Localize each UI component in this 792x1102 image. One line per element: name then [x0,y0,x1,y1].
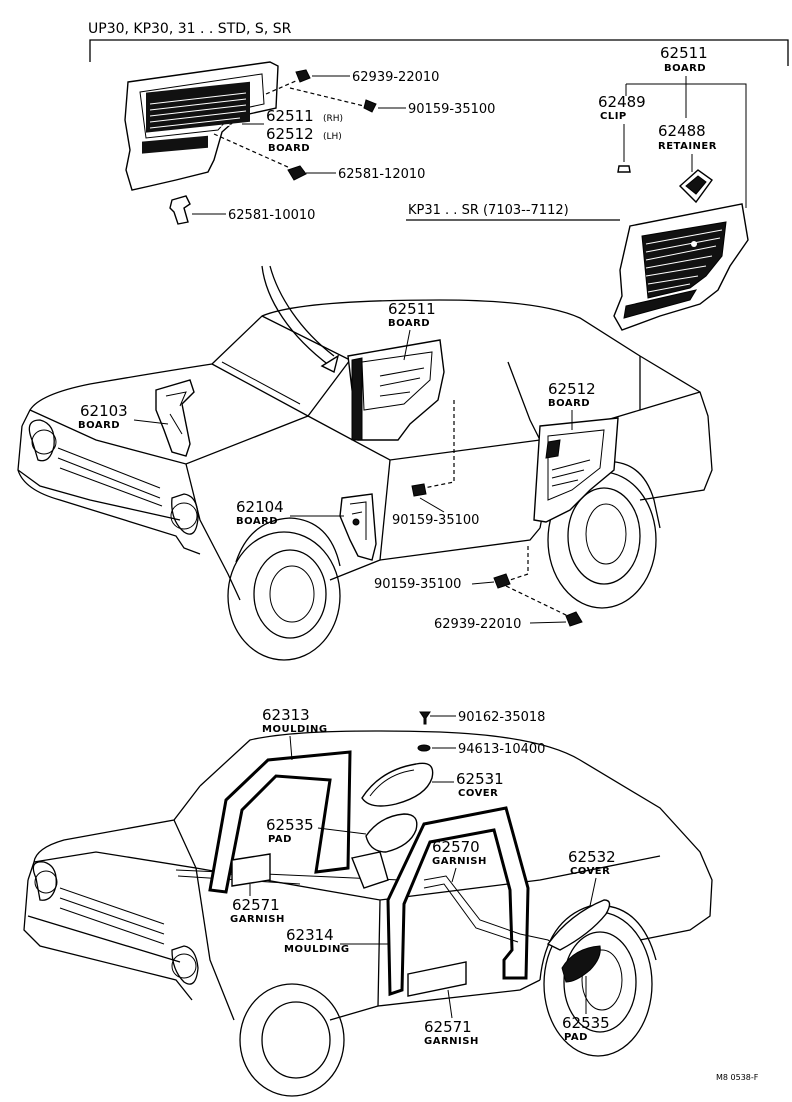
retainer-label: RETAINER [658,141,717,152]
callout-94613-10400: 94613-10400 [458,742,545,757]
bottom-screws [417,711,456,752]
callout-62532: 62532 [568,848,616,866]
callout-62313: 62313 [262,706,310,724]
board-62104-in-car [339,493,377,561]
callout-62104: 62104 [236,498,284,516]
mid-fasteners [411,400,583,627]
cover-62532-rear [546,899,611,951]
models-kp31-label: KP31 . . SR (7103--7112) [408,203,569,218]
pad-62535-b [561,945,601,983]
callout-62511-rh: 62511 [266,107,314,125]
callout-62571-a: 62571 [232,896,280,914]
car-middle-body [17,265,713,661]
moulding-label-62313: MOULDING [262,724,328,735]
callout-62314: 62314 [286,926,334,944]
models-heading: UP30, KP30, 31 . . STD, S, SR [88,21,292,37]
board-62103-in-car [155,379,195,457]
screw-90159-lower-icon [493,573,511,589]
board-grille [146,81,250,135]
garnish-62571-door [407,961,467,997]
garnish-label-62570: GARNISH [432,856,487,867]
callout-62939-22010: 62939-22010 [352,70,439,85]
cover-62531 [361,762,434,807]
screw-62939-icon [295,69,311,83]
lh-label: (LH) [323,132,342,142]
board-label-62103: BOARD [78,420,120,431]
pad-62535-a [351,813,418,889]
board-label-rhlh: BOARD [268,143,310,154]
cover-label-62532: COVER [570,866,610,877]
rh-label: (RH) [323,114,343,124]
board-label-62512-mid: BOARD [548,398,590,409]
top-left-fasteners [169,69,406,225]
cover-label-62531: COVER [458,788,498,799]
board-62511-in-car [347,339,445,441]
callout-62512-lh: 62512 [266,125,314,143]
screw-90159-mid-icon [411,483,427,497]
clip-label: CLIP [600,111,627,122]
retainer-62488-icon [678,169,713,204]
board-62512-in-car [533,417,619,523]
callout-62488: 62488 [658,122,706,140]
callout-90159-35100-mid: 90159-35100 [392,513,479,528]
callout-62581-12010: 62581-12010 [338,167,425,182]
header-bracket [89,39,789,66]
callout-62489: 62489 [598,93,646,111]
callout-90159-35100-lower: 90159-35100 [374,577,461,592]
screw-90162-icon [419,711,431,725]
rear-quarter-board-rhlh [124,61,279,191]
clip-62581-10010-icon [169,195,191,225]
callout-62512-mid: 62512 [548,380,596,398]
washer-94613-icon [417,744,431,752]
car-bottom-body [23,730,713,1097]
callout-62581-10010: 62581-10010 [228,208,315,223]
callout-62535-a: 62535 [266,816,314,834]
board-kp31-sr [613,203,749,331]
screw-62939-mid-icon [565,611,583,627]
clip-62581-icon [287,165,307,181]
callout-62531: 62531 [456,770,504,788]
callout-62511-kp31: 62511 [660,44,708,62]
callout-90162-35018: 90162-35018 [458,710,545,725]
pad-label-b: PAD [564,1032,588,1043]
moulding-label-62314: MOULDING [284,944,350,955]
moulding-62314-door [386,806,530,997]
drawing-code: M8 0538-F [716,1073,759,1082]
moulding-62313-windshield [208,750,352,894]
garnish-label-a: GARNISH [230,914,285,925]
garnish-62571-front [231,853,271,887]
callout-62939-22010-mid: 62939-22010 [434,617,521,632]
callout-90159-35100: 90159-35100 [408,102,495,117]
garnish-62570 [423,875,557,947]
callout-62571-b: 62571 [424,1018,472,1036]
clip-62489-icon [617,165,631,173]
callout-62570: 62570 [432,838,480,856]
pad-label-a: PAD [268,834,292,845]
board-label-62511-mid: BOARD [388,318,430,329]
screw-90159-icon [363,99,377,113]
garnish-label-b: GARNISH [424,1036,479,1047]
board-label-kp31: BOARD [664,63,706,74]
callout-62535-b: 62535 [562,1014,610,1032]
callout-62511-mid: 62511 [388,300,436,318]
board-label-62104: BOARD [236,516,278,527]
callout-62103: 62103 [80,402,128,420]
